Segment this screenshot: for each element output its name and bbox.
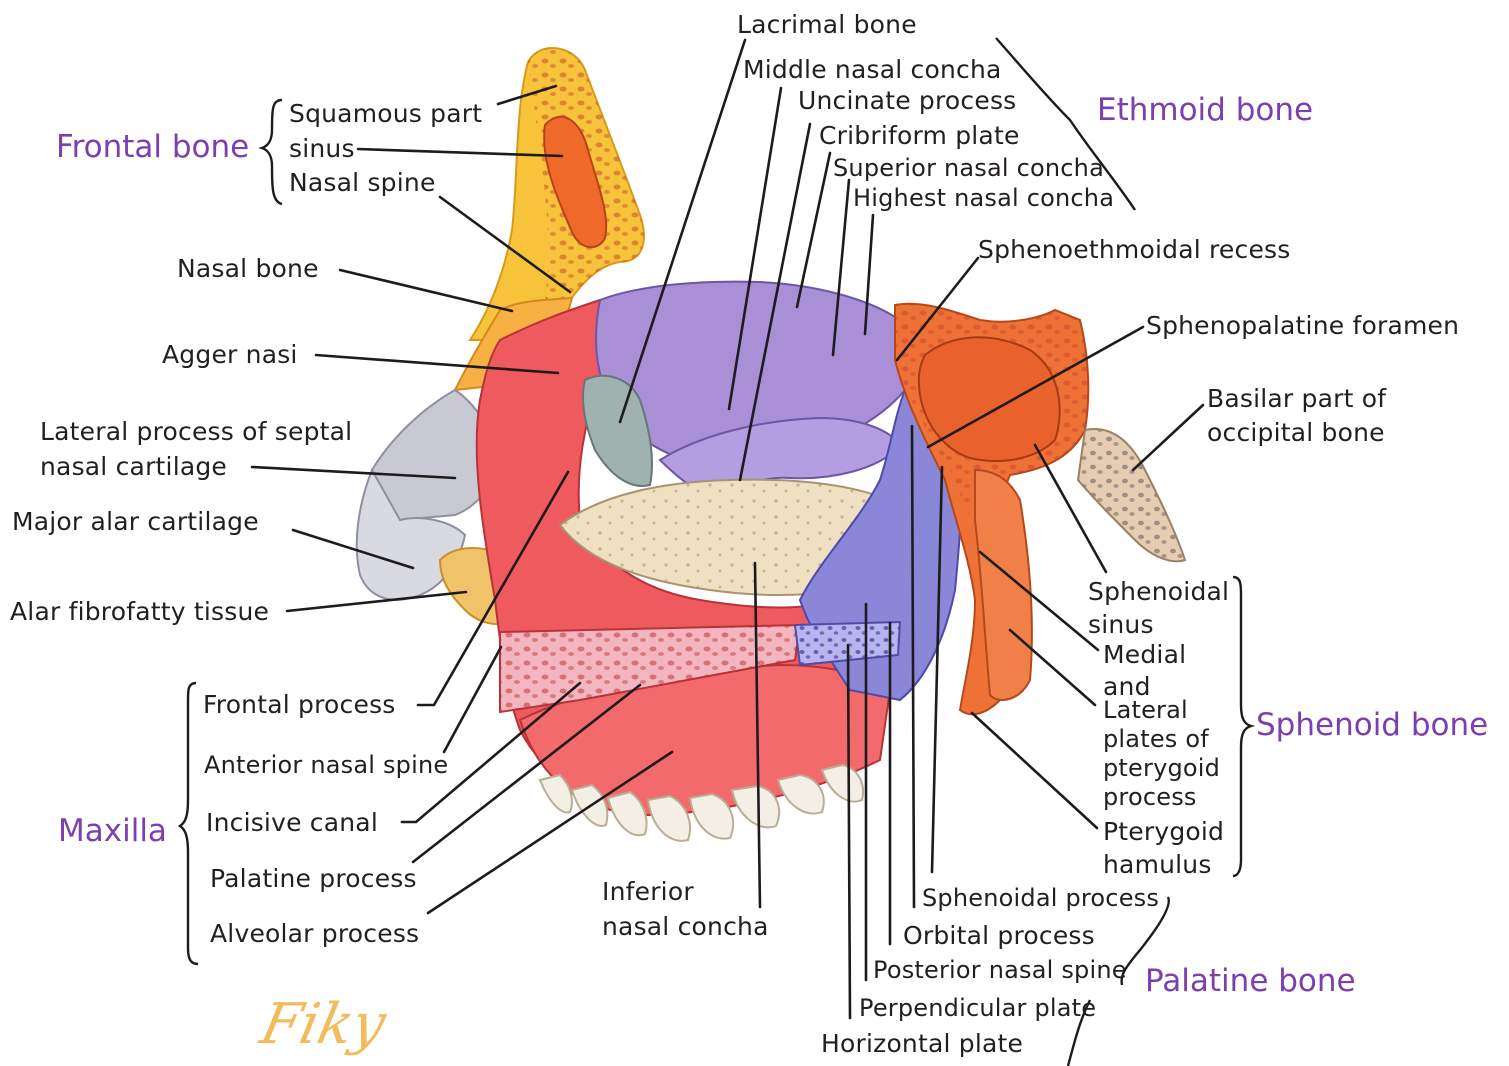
label-perpendicular-plate: Perpendicular plate xyxy=(859,994,1096,1022)
occipital-basilar-texture xyxy=(1078,429,1185,561)
label-sphenopalatine-foramen: Sphenopalatine foramen xyxy=(1146,312,1459,340)
label-inferior-concha-line2: nasal concha xyxy=(602,913,769,941)
label-lacrimal-bone: Lacrimal bone xyxy=(737,11,917,39)
label-anterior-nasal-spine: Anterior nasal spine xyxy=(204,751,448,779)
label-posterior-nasal-spine: Posterior nasal spine xyxy=(873,956,1127,984)
label-frontal-process: Frontal process xyxy=(203,691,396,719)
label-basilar-part-line2: occipital bone xyxy=(1207,419,1385,447)
label-pterygoid-plates-line4: plates of xyxy=(1103,725,1209,753)
label-alveolar-process: Alveolar process xyxy=(210,920,419,948)
label-inferior-concha-line1: Inferior xyxy=(602,878,694,906)
label-pterygoid-plates-line5: pterygoid xyxy=(1103,754,1220,782)
label-incisive-canal: Incisive canal xyxy=(206,809,378,837)
label-pterygoid-plates-line3: Lateral xyxy=(1103,696,1188,724)
label-lateral-process-line1: Lateral process of septal xyxy=(40,418,352,446)
label-basilar-part-line1: Basilar part of xyxy=(1207,385,1386,413)
label-pterygoid-plates-line1: Medial xyxy=(1103,641,1186,669)
watermark: Fiky xyxy=(255,992,391,1057)
label-agger-nasi: Agger nasi xyxy=(162,341,298,369)
label-orbital-process: Orbital process xyxy=(903,922,1095,950)
label-nasal-bone: Nasal bone xyxy=(177,255,319,283)
label-sphenoethmoidal-recess: Sphenoethmoidal recess xyxy=(978,236,1291,264)
label-sphenoidal-process: Sphenoidal process xyxy=(922,884,1159,912)
palatine-bone-group-label: Palatine bone xyxy=(1145,964,1356,998)
label-horizontal-plate: Horizontal plate xyxy=(821,1030,1023,1058)
label-alar-fibrofatty-tissue: Alar fibrofatty tissue xyxy=(10,598,269,626)
maxilla-group-label: Maxilla xyxy=(58,814,167,848)
label-pterygoid-hamulus-line1: Pterygoid xyxy=(1103,818,1224,846)
label-pterygoid-plates-line6: process xyxy=(1103,783,1197,811)
label-sphenoidal-sinus-line1: Sphenoidal xyxy=(1088,578,1229,606)
frontal-bone-group-label: Frontal bone xyxy=(56,130,249,164)
label-uncinate-process: Uncinate process xyxy=(798,87,1016,115)
label-lateral-process-line2: nasal cartilage xyxy=(40,453,227,481)
ethmoid-bone-group-label: Ethmoid bone xyxy=(1097,93,1313,127)
label-nasal-spine: Nasal spine xyxy=(289,169,436,197)
label-frontal-sinus: sinus xyxy=(289,135,355,163)
label-cribriform-plate: Cribriform plate xyxy=(819,122,1020,150)
label-highest-nasal-concha: Highest nasal concha xyxy=(853,184,1114,212)
sphenoid-bone-group-label: Sphenoid bone xyxy=(1256,708,1488,742)
label-squamous-part: Squamous part xyxy=(289,100,482,128)
label-major-alar-cartilage: Major alar cartilage xyxy=(12,508,259,536)
label-superior-nasal-concha: Superior nasal concha xyxy=(833,154,1104,182)
label-pterygoid-hamulus-line2: hamulus xyxy=(1103,851,1212,879)
label-middle-nasal-concha: Middle nasal concha xyxy=(743,56,1002,84)
label-palatine-process: Palatine process xyxy=(210,865,417,893)
label-sphenoidal-sinus-line2: sinus xyxy=(1088,611,1154,639)
